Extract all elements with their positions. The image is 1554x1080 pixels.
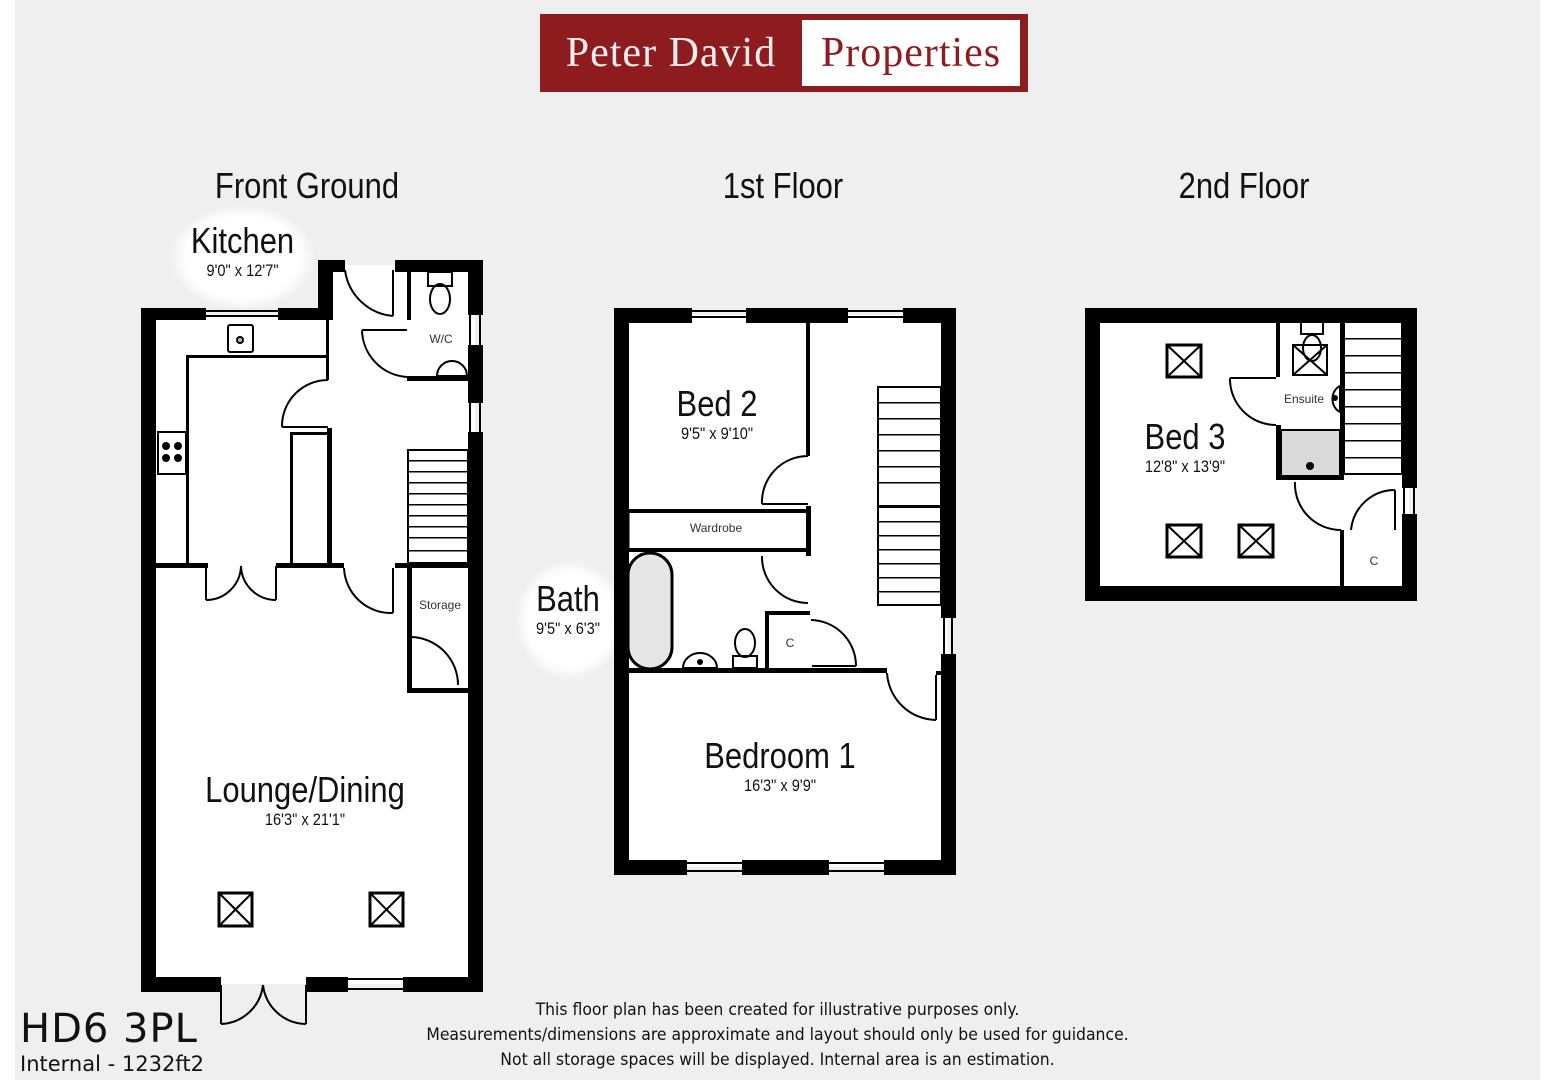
label-glow — [515, 560, 625, 680]
disclaimer-line: Not all storage spaces will be displayed… — [500, 1050, 1055, 1070]
postcode: HD6 3PL — [20, 1006, 198, 1052]
room-dimensions: 9'0" x 12'7" — [206, 261, 279, 280]
second-floor-plan — [1085, 308, 1417, 601]
room-dimensions: 9'5" x 6'3" — [536, 619, 600, 638]
label-cupboard: C — [785, 636, 795, 650]
room-dimensions: 16'3" x 21'1" — [264, 810, 346, 829]
internal-area: Internal - 1232ft2 — [20, 1052, 204, 1076]
brand-logo: Peter David Properties — [540, 14, 1028, 92]
room-name: Bath — [536, 578, 600, 619]
floor-title-first: 1st Floor — [722, 165, 844, 206]
floor-title-second: 2nd Floor — [1178, 165, 1310, 206]
room-dimensions: 12'8" x 13'9" — [1144, 457, 1226, 476]
room-bath: Bath 9'5" x 6'3" — [525, 580, 611, 640]
room-dimensions: 16'3" x 9'9" — [743, 776, 817, 795]
floor-title-ground: Front Ground — [214, 165, 400, 206]
room-name: Bedroom 1 — [704, 735, 856, 776]
label-wardrobe: Wardrobe — [689, 521, 743, 535]
disclaimer-line: This floor plan has been created for ill… — [535, 1000, 1020, 1020]
label-glow — [170, 205, 315, 310]
disclaimer-line: Measurements/dimensions are approximate … — [426, 1025, 1129, 1045]
room-name: Lounge/Dining — [205, 769, 405, 810]
label-cupboard: C — [1369, 554, 1379, 568]
room-name: Kitchen — [190, 220, 295, 261]
label-storage: Storage — [418, 598, 462, 612]
room-name: Bed 2 — [676, 383, 758, 424]
room-bedroom-1: Bedroom 1 16'3" x 9'9" — [694, 737, 866, 797]
disclaimer: This floor plan has been created for ill… — [412, 998, 1143, 1073]
room-kitchen: Kitchen 9'0" x 12'7" — [172, 222, 314, 282]
ground-floor-plan — [141, 260, 483, 992]
room-lounge-dining: Lounge/Dining 16'3" x 21'1" — [189, 771, 421, 831]
label-wc: W/C — [429, 332, 453, 346]
label-ensuite: Ensuite — [1283, 392, 1325, 406]
room-bed-2: Bed 2 9'5" x 9'10" — [661, 385, 773, 445]
room-dimensions: 9'5" x 9'10" — [680, 424, 754, 443]
room-name: Bed 3 — [1144, 416, 1226, 457]
brand-name-left: Peter David — [565, 30, 777, 76]
brand-name-right: Properties — [802, 20, 1020, 86]
room-bed-3: Bed 3 12'8" x 13'9" — [1129, 418, 1241, 478]
